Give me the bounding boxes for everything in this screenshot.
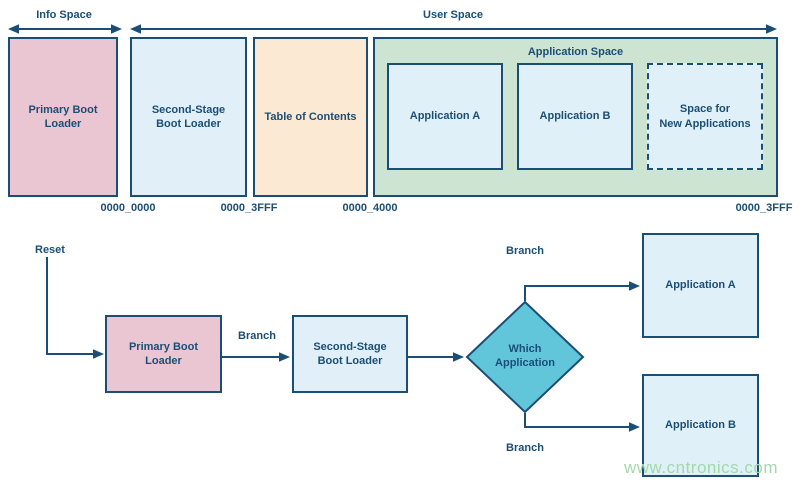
arrowhead — [629, 422, 640, 432]
arrowhead — [766, 24, 777, 34]
memory-block-second-stage-boot-loader: Second-Stage Boot Loader — [130, 37, 247, 197]
memory-block-label: New Applications — [659, 117, 751, 130]
application-space-label: Application Space — [527, 46, 624, 58]
memory-block-label: Boot Loader — [156, 118, 221, 130]
branch-label-3: Branch — [506, 442, 544, 454]
flow-node-label: Second-Stage — [313, 340, 387, 353]
memory-block-label: Space for — [679, 103, 731, 116]
arrowhead — [453, 352, 464, 362]
branch-label-2: Branch — [506, 245, 544, 257]
memory-block-application-b: Application B — [517, 63, 633, 170]
arrowhead — [111, 24, 122, 34]
address-end-0000-3fff: 0000_3FFF — [735, 202, 793, 214]
arrowhead — [130, 24, 141, 34]
memory-block-space-for-new-applications: Space for New Applications — [647, 63, 763, 170]
address-0000-4000: 0000_4000 — [342, 202, 398, 214]
flow-node-application-b: Application B — [642, 374, 759, 477]
flow-node-label: Loader — [145, 355, 182, 367]
memory-block-label: Application B — [539, 110, 611, 123]
flow-node-label: Which — [508, 343, 542, 355]
user-space-label: User Space — [423, 9, 483, 21]
flow-node-primary-boot-loader: Primary Boot Loader — [105, 315, 222, 393]
flow-node-label: Application A — [665, 279, 736, 292]
memory-block-application-a: Application A — [387, 63, 503, 170]
memory-block-primary-boot-loader: Primary Boot Loader — [8, 37, 118, 197]
arrowhead — [93, 349, 104, 359]
flow-node-which-application-label: Which Application — [477, 342, 573, 371]
memory-block-label: Application A — [409, 110, 481, 123]
info-space-label: Info Space — [36, 9, 92, 21]
reset-arrow — [46, 257, 95, 355]
memory-block-label: Table of Contents — [264, 110, 357, 123]
watermark-text: www.cntronics.com — [624, 458, 778, 477]
flow-node-second-stage-boot-loader: Second-Stage Boot Loader — [292, 315, 408, 393]
address-0000-3fff: 0000_3FFF — [220, 202, 278, 214]
arrowhead — [279, 352, 290, 362]
memory-block-label: Loader — [44, 118, 82, 130]
branch-arrow-to-app-b — [524, 413, 631, 428]
arrowhead — [629, 281, 640, 291]
flow-node-application-a: Application A — [642, 233, 759, 338]
address-0000-0000: 0000_0000 — [100, 202, 156, 214]
arrowhead — [8, 24, 19, 34]
memory-block-table-of-contents: Table of Contents — [253, 37, 368, 197]
memory-block-label: Second-Stage — [151, 103, 226, 116]
flow-node-label: Application B — [665, 419, 736, 432]
branch-arrow-to-app-a — [524, 285, 631, 301]
flow-node-label: Application — [495, 357, 555, 370]
reset-label: Reset — [35, 244, 65, 256]
memory-block-label: Primary Boot — [28, 103, 98, 116]
flow-node-label: Primary Boot — [128, 340, 199, 353]
flow-node-label: Boot Loader — [317, 355, 383, 367]
branch-label-1: Branch — [238, 330, 276, 342]
